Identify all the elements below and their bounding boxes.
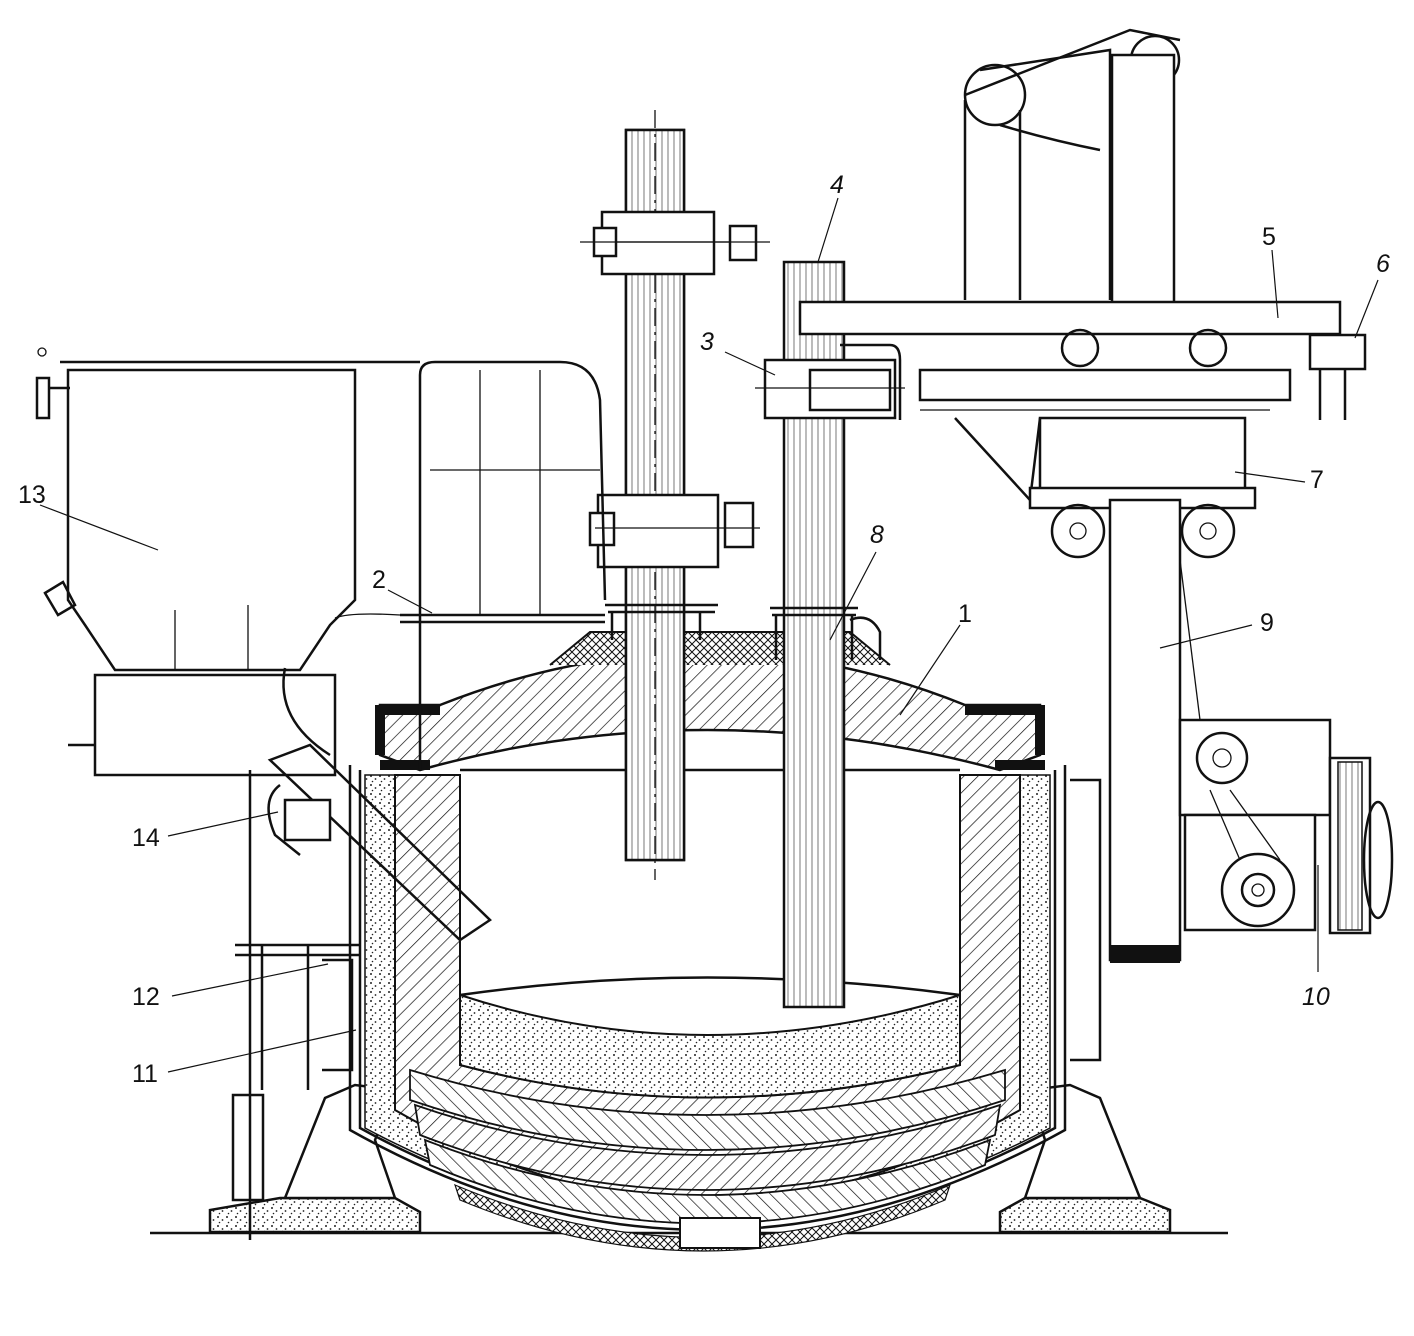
electrode-clamps xyxy=(580,210,905,569)
callout-13: 13 xyxy=(18,481,46,509)
callout-9: 9 xyxy=(1260,609,1274,637)
callout-12: 12 xyxy=(132,983,160,1011)
callout-labels: 1 2 3 4 5 6 7 8 9 10 11 12 13 14 xyxy=(18,171,1390,1088)
callout-6: 6 xyxy=(1376,250,1390,278)
furnace-shell xyxy=(348,765,1067,1252)
callout-5: 5 xyxy=(1262,223,1276,251)
electrode-drive-mechanism xyxy=(1178,718,1394,935)
callout-1: 1 xyxy=(958,600,972,628)
callout-8: 8 xyxy=(870,521,884,549)
working-platform xyxy=(334,343,902,770)
floor-foundation xyxy=(150,1196,1228,1235)
callout-11: 11 xyxy=(132,1060,158,1088)
callout-10: 10 xyxy=(1302,983,1330,1011)
callout-4: 4 xyxy=(830,171,844,199)
callout-leaders xyxy=(39,197,1379,1073)
charging-hopper xyxy=(35,347,420,777)
charging-chute-tuyere xyxy=(267,743,492,942)
callout-3: 3 xyxy=(700,328,714,356)
callout-14: 14 xyxy=(132,824,160,852)
side-brackets xyxy=(231,770,1102,1240)
furnace-roof xyxy=(375,631,1045,772)
callout-2: 2 xyxy=(372,566,386,594)
callout-7: 7 xyxy=(1310,466,1324,494)
electrode-arm-mast xyxy=(798,28,1367,963)
